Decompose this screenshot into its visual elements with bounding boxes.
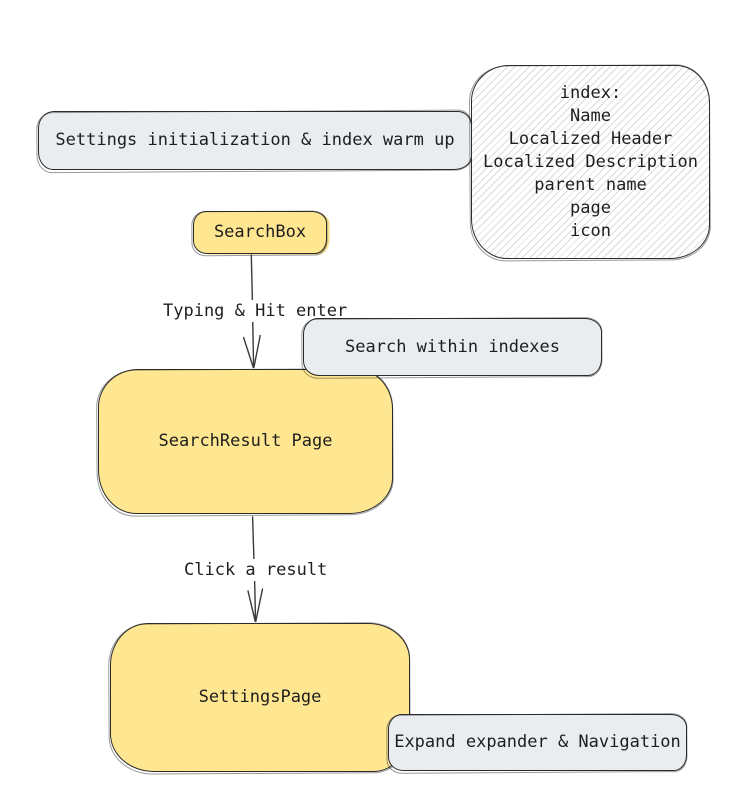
node-index-note: index: Name Localized Header Localized D… xyxy=(471,65,710,259)
arrow-searchresult-to-settings-head-right xyxy=(255,588,264,622)
node-settings-page: SettingsPage xyxy=(110,623,410,772)
node-settings-initialization: Settings initialization & index warm up xyxy=(38,111,472,170)
index-note-line: index: xyxy=(559,82,622,103)
index-note-line: page xyxy=(570,197,611,218)
node-search-within-indexes: Search within indexes xyxy=(303,318,602,376)
arrow-searchbox-to-searchresult-head-right xyxy=(253,334,261,369)
arrow-searchresult-to-settings-head-left xyxy=(247,590,256,622)
node-searchbox-label: SearchBox xyxy=(213,222,307,242)
edge-label-click-a-result: Click a result xyxy=(182,559,330,581)
node-expand-expander-navigation-label: Expand expander & Navigation xyxy=(394,732,681,752)
arrow-searchbox-to-searchresult-head-left xyxy=(242,336,254,369)
index-note-line: parent name xyxy=(534,174,647,195)
index-note-line: icon xyxy=(570,220,611,241)
node-settings-initialization-label: Settings initialization & index warm up xyxy=(55,130,455,150)
edge-label-typing-hit-enter: Typing & Hit enter xyxy=(161,300,350,322)
index-note-line: Name xyxy=(570,105,611,126)
node-searchresult-page: SearchResult Page xyxy=(98,369,393,514)
index-note-line: Localized Header xyxy=(508,128,673,149)
node-searchresult-page-label: SearchResult Page xyxy=(158,431,333,451)
node-settings-page-label: SettingsPage xyxy=(198,687,322,707)
node-searchbox: SearchBox xyxy=(193,211,327,254)
node-search-within-indexes-label: Search within indexes xyxy=(345,336,560,357)
index-note-line: Localized Description xyxy=(483,151,698,172)
node-expand-expander-navigation: Expand expander & Navigation xyxy=(388,714,687,771)
